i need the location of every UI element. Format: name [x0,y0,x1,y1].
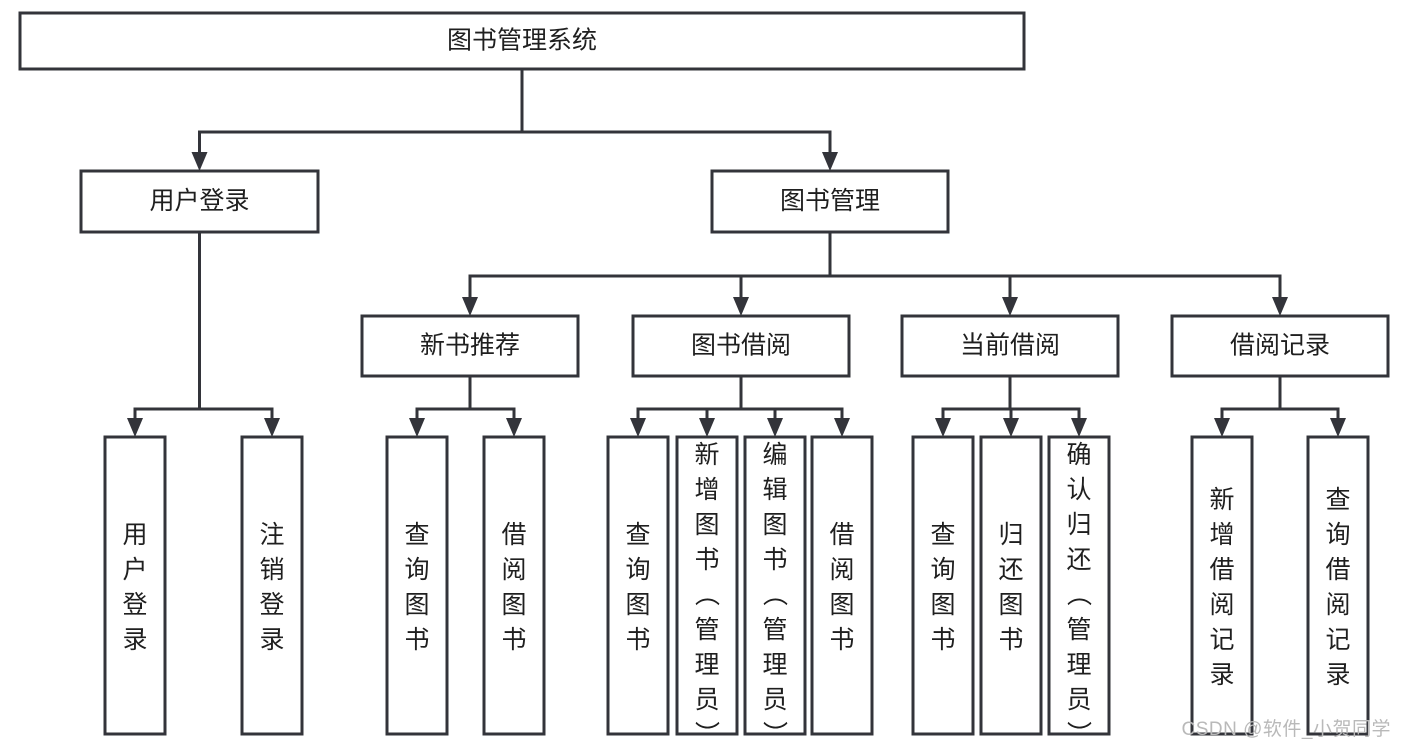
arrow-head-icon [1003,418,1019,437]
node-label: 查询图书 [625,521,650,654]
node-leaf-borrow-book-rec[interactable]: 借阅图书 [482,435,546,736]
node-leaf-query-book-rec[interactable]: 查询图书 [385,435,449,736]
arrow-head-icon [630,418,646,437]
node-current-borrow[interactable]: 当前借阅 [900,314,1120,378]
node-box [979,435,1043,736]
node-borrow-record[interactable]: 借阅记录 [1170,314,1390,378]
node-box [710,169,950,234]
node-box [240,435,304,736]
node-leaf-add-book[interactable]: 新增图书（管理员） [675,435,739,747]
node-label: 新增图书（管理员） [694,441,720,747]
node-box [385,435,449,736]
node-new-book-rec[interactable]: 新书推荐 [360,314,580,378]
arrow-head-icon [264,418,280,437]
connector-layer [127,67,1346,437]
node-label: 用户登录 [149,187,249,215]
node-book-manage[interactable]: 图书管理 [710,169,950,234]
node-box [18,11,1026,71]
node-label: 新书推荐 [420,332,520,360]
csdn-watermark: CSDN @软件_小贺同学 [1181,719,1391,740]
arrow-head-icon [1214,418,1230,437]
node-leaf-borrow-book-bor[interactable]: 借阅图书 [810,435,874,736]
node-root[interactable]: 图书管理系统 [18,11,1026,71]
node-label: 注销登录 [259,521,284,654]
node-leaf-return-book[interactable]: 归还图书 [979,435,1043,736]
node-box [911,435,975,736]
node-label: 用户登录 [122,521,147,654]
arrow-head-icon [733,297,749,316]
node-leaf-query-book-bor[interactable]: 查询图书 [606,435,670,736]
arrow-head-icon [506,418,522,437]
node-label: 编辑图书（管理员） [762,441,788,747]
node-leaf-logout[interactable]: 注销登录 [240,435,304,736]
node-label: 确认归还（管理员） [1066,441,1092,747]
connector-group [409,374,522,437]
arrow-head-icon [1071,418,1087,437]
arrow-head-icon [1272,297,1288,316]
node-label: 图书管理 [780,187,880,215]
node-label: 归还图书 [998,521,1023,654]
arrow-head-icon [127,418,143,437]
node-box [482,435,546,736]
node-label: 查询图书 [930,521,955,654]
node-leaf-add-record[interactable]: 新增借阅记录 [1190,435,1254,736]
arrow-head-icon [1330,418,1346,437]
node-label: 新增借阅记录 [1209,486,1234,689]
connector-group [1214,374,1346,437]
node-leaf-confirm-return[interactable]: 确认归还（管理员） [1047,435,1111,747]
node-label: 图书管理系统 [447,27,597,55]
node-box [1306,435,1370,736]
connector-group [935,374,1087,437]
node-label: 借阅图书 [829,521,854,654]
node-box [743,435,807,736]
node-box [1170,314,1390,378]
node-box [606,435,670,736]
node-user-login[interactable]: 用户登录 [79,169,320,234]
arrow-head-icon [767,418,783,437]
node-leaf-query-book-cur[interactable]: 查询图书 [911,435,975,736]
node-layer: 图书管理系统用户登录图书管理新书推荐图书借阅当前借阅借阅记录用户登录注销登录查询… [18,11,1390,747]
node-box [103,435,167,736]
node-box [900,314,1120,378]
arrow-head-icon [935,418,951,437]
node-box [1190,435,1254,736]
node-box [360,314,580,378]
node-leaf-user-login[interactable]: 用户登录 [103,435,167,736]
node-label: 查询借阅记录 [1325,486,1350,689]
node-box [675,435,739,736]
arrow-head-icon [834,418,850,437]
node-box [810,435,874,736]
arrow-head-icon [409,418,425,437]
connector-group [127,230,280,437]
node-book-borrow[interactable]: 图书借阅 [631,314,851,378]
node-box [79,169,320,234]
node-leaf-edit-book[interactable]: 编辑图书（管理员） [743,435,807,747]
arrow-head-icon [1002,297,1018,316]
connector-group [630,374,850,437]
node-leaf-query-record[interactable]: 查询借阅记录 [1306,435,1370,736]
arrow-head-icon [699,418,715,437]
node-label: 当前借阅 [960,332,1060,360]
node-box [1047,435,1111,736]
node-label: 借阅图书 [501,521,526,654]
node-label: 借阅记录 [1230,332,1330,360]
node-box [631,314,851,378]
node-label: 图书借阅 [691,332,791,360]
arrow-head-icon [191,152,208,171]
arrow-head-icon [822,152,838,171]
arrow-head-icon [462,297,478,316]
connector-group [191,67,838,171]
connector-group [462,230,1288,316]
node-label: 查询图书 [404,521,429,654]
